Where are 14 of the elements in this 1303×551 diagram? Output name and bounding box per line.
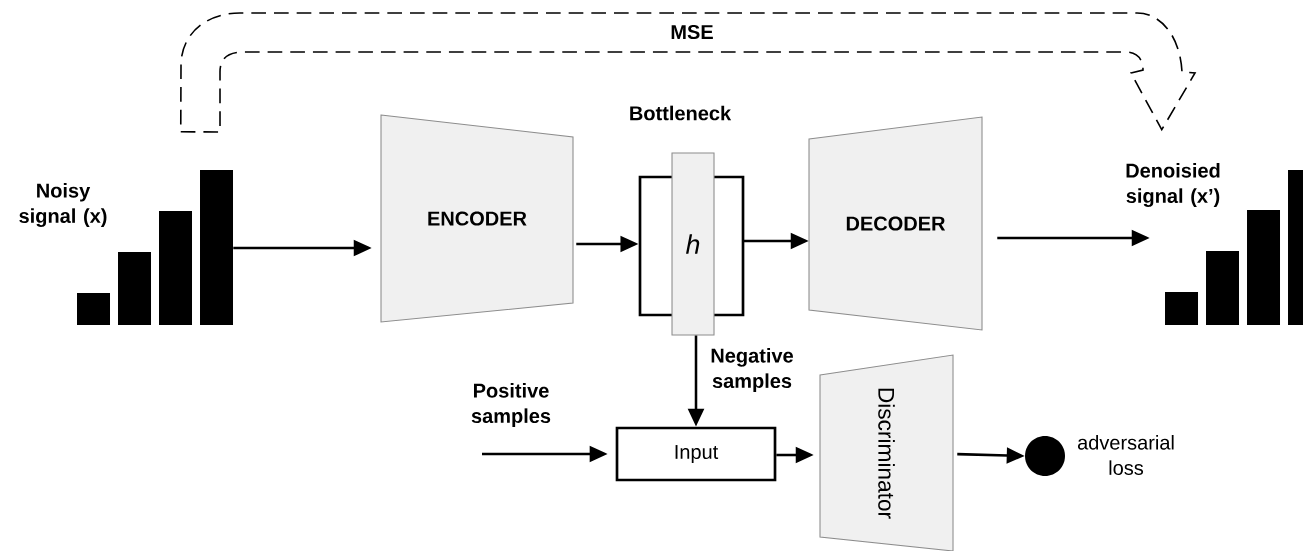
encoder-trapezoid: ENCODER: [380, 114, 574, 323]
edge-label: Positive samples: [471, 383, 551, 427]
discriminator-trapezoid: Discriminator: [819, 354, 954, 551]
signal-label: Noisy signal (x): [19, 183, 107, 228]
output-dot: [1025, 436, 1065, 476]
bottleneck-label: Bottleneck: [630, 105, 732, 121]
hollow-arrow: [179, 12, 1196, 133]
edge-label: MSE: [671, 24, 713, 40]
latent-box: h: [671, 152, 715, 336]
loss-label: adversarial loss: [1077, 435, 1174, 475]
edge-label: Negative samples: [711, 348, 793, 392]
decoder-trapezoid: DECODER: [808, 116, 983, 331]
signal-label: Denoisied signal (x’): [1126, 163, 1220, 208]
input-box: Input: [615, 426, 777, 482]
